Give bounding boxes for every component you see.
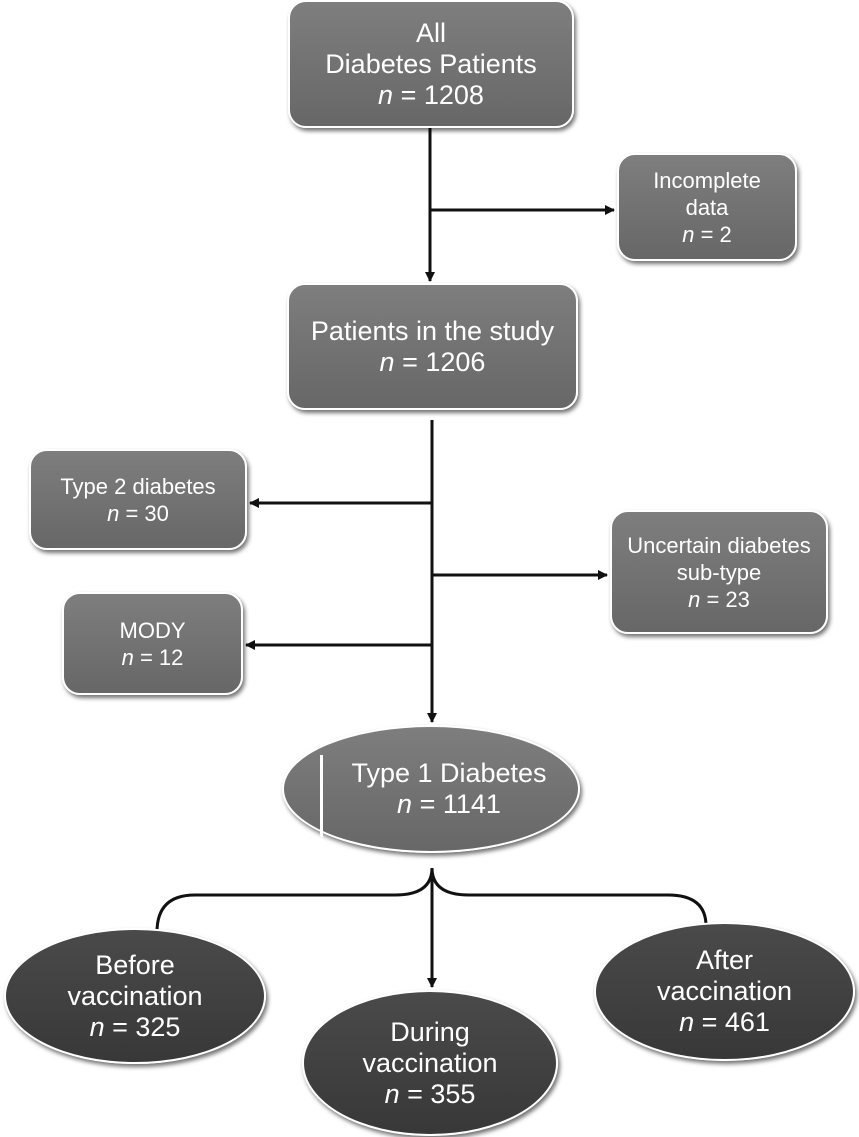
node-label: vaccination bbox=[656, 976, 793, 1006]
node-count: n = 355 bbox=[384, 1078, 476, 1109]
node-count: n = 23 bbox=[688, 586, 750, 612]
all-diabetes-patients-box: All Diabetes Patients n = 1208 bbox=[288, 0, 574, 128]
node-label: vaccination bbox=[67, 980, 203, 1011]
node-count: n = 1206 bbox=[379, 346, 486, 377]
node-count: n = 12 bbox=[121, 644, 184, 670]
node-label: After bbox=[695, 945, 754, 975]
uncertain-subtype-box: Uncertain diabetes sub-type n = 23 bbox=[610, 510, 828, 634]
node-label: Diabetes Patients bbox=[325, 48, 537, 79]
node-label: Before bbox=[95, 949, 175, 980]
node-count: n = 1208 bbox=[378, 79, 484, 110]
ellipse-divider bbox=[320, 755, 323, 837]
node-label: Type 1 Diabetes bbox=[351, 758, 547, 788]
node-count: n = 1141 bbox=[397, 789, 501, 819]
node-label: MODY bbox=[119, 617, 186, 643]
before-vaccination-ellipse: Before vaccination n = 325 bbox=[4, 928, 266, 1064]
node-label: sub-type bbox=[676, 559, 762, 585]
node-label: Type 2 diabetes bbox=[60, 473, 216, 499]
node-label: data bbox=[685, 194, 729, 220]
branch-to-after bbox=[430, 867, 708, 927]
patients-in-study-box: Patients in the study n = 1206 bbox=[287, 283, 578, 410]
node-count: n = 30 bbox=[107, 500, 169, 526]
node-label: vaccination bbox=[362, 1047, 498, 1078]
node-label: During bbox=[390, 1016, 470, 1047]
node-count: n = 2 bbox=[682, 221, 732, 247]
mody-box: MODY n = 12 bbox=[62, 592, 243, 695]
node-label: Uncertain diabetes bbox=[627, 532, 811, 558]
type-2-diabetes-box: Type 2 diabetes n = 30 bbox=[29, 449, 247, 550]
type-1-diabetes-ellipse: Type 1 Diabetes n = 1141 bbox=[282, 725, 580, 853]
node-label: Incomplete bbox=[653, 167, 761, 193]
node-count: n = 325 bbox=[89, 1011, 181, 1042]
during-vaccination-ellipse: During vaccination n = 355 bbox=[302, 990, 558, 1136]
node-count: n = 461 bbox=[679, 1007, 770, 1037]
after-vaccination-ellipse: After vaccination n = 461 bbox=[594, 922, 855, 1061]
node-label: Patients in the study bbox=[310, 315, 555, 346]
node-text: Type 1 Diabetes n = 1141 bbox=[351, 758, 546, 820]
incomplete-data-box: Incomplete data n = 2 bbox=[617, 153, 797, 261]
branch-to-before bbox=[155, 867, 434, 933]
node-label: All bbox=[415, 17, 446, 48]
